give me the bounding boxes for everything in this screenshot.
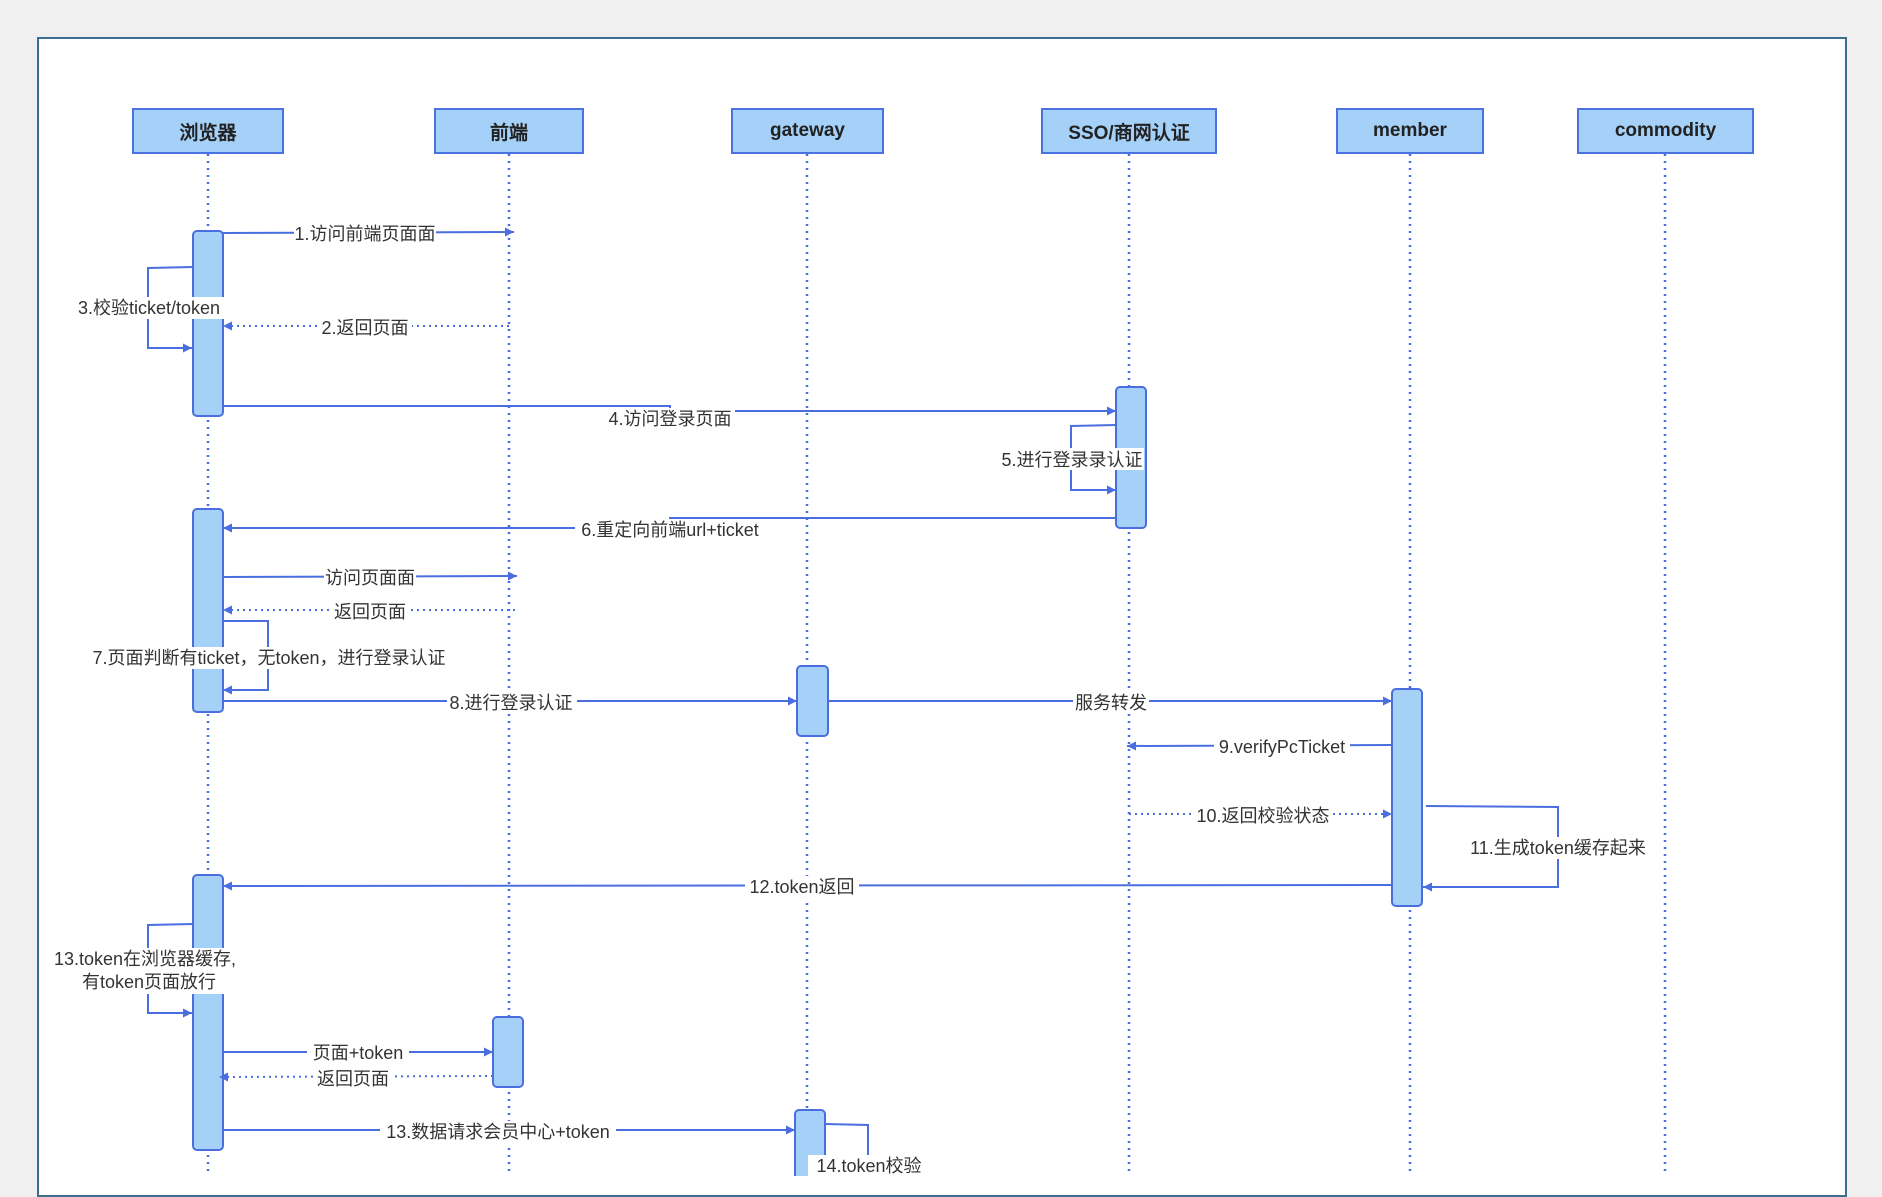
message-2-label: 2.返回页面 <box>321 318 408 338</box>
participant-member[interactable]: member <box>1336 108 1484 154</box>
message-1-label: 1.访问前端页面面 <box>294 224 435 244</box>
message-11-label: 11.生成token缓存起来 <box>1470 838 1646 858</box>
message-visit-label: 访问页面面 <box>325 568 415 588</box>
message-9-label: 9.verifyPcTicket <box>1219 737 1345 757</box>
message-12-label: 12.token返回 <box>749 877 854 897</box>
activation-member-1[interactable] <box>1391 688 1423 907</box>
activation-gateway-1[interactable] <box>796 665 829 737</box>
message-forward-label: 服务转发 <box>1075 693 1147 713</box>
participant-frontend[interactable]: 前端 <box>434 108 584 154</box>
participant-gateway[interactable]: gateway <box>731 108 884 154</box>
message-7-label: 7.页面判断有ticket，无token，进行登录认证 <box>92 648 445 668</box>
activation-browser-1[interactable] <box>192 230 224 417</box>
participant-browser[interactable]: 浏览器 <box>132 108 284 154</box>
message-return2-arrow <box>218 1072 494 1082</box>
message-6-label: 6.重定向前端url+ticket <box>581 520 759 540</box>
message-return-label: 返回页面 <box>334 602 406 622</box>
message-14-label: 14.token校验 <box>816 1156 921 1176</box>
message-13-label-line2: 有token页面放行 <box>82 972 216 992</box>
message-8-label: 8.进行登录认证 <box>449 693 572 713</box>
message-13b-label: 13.数据请求会员中心+token <box>386 1122 610 1142</box>
message-3-label: 3.校验ticket/token <box>78 298 220 318</box>
participant-sso[interactable]: SSO/商网认证 <box>1041 108 1217 154</box>
message-5-label: 5.进行登录录认证 <box>1001 450 1142 470</box>
activation-browser-2[interactable] <box>192 508 224 713</box>
participant-commodity[interactable]: commodity <box>1577 108 1754 154</box>
message-4-label: 4.访问登录页面 <box>608 409 731 429</box>
message-page-token-label: 页面+token <box>313 1043 404 1063</box>
activation-browser-3[interactable] <box>192 874 224 1151</box>
message-10-label: 10.返回校验状态 <box>1196 806 1329 826</box>
activation-frontend-1[interactable] <box>492 1016 524 1088</box>
message-13-label: 13.token在浏览器缓存, <box>54 949 236 969</box>
message-return2-label: 返回页面 <box>317 1069 389 1089</box>
